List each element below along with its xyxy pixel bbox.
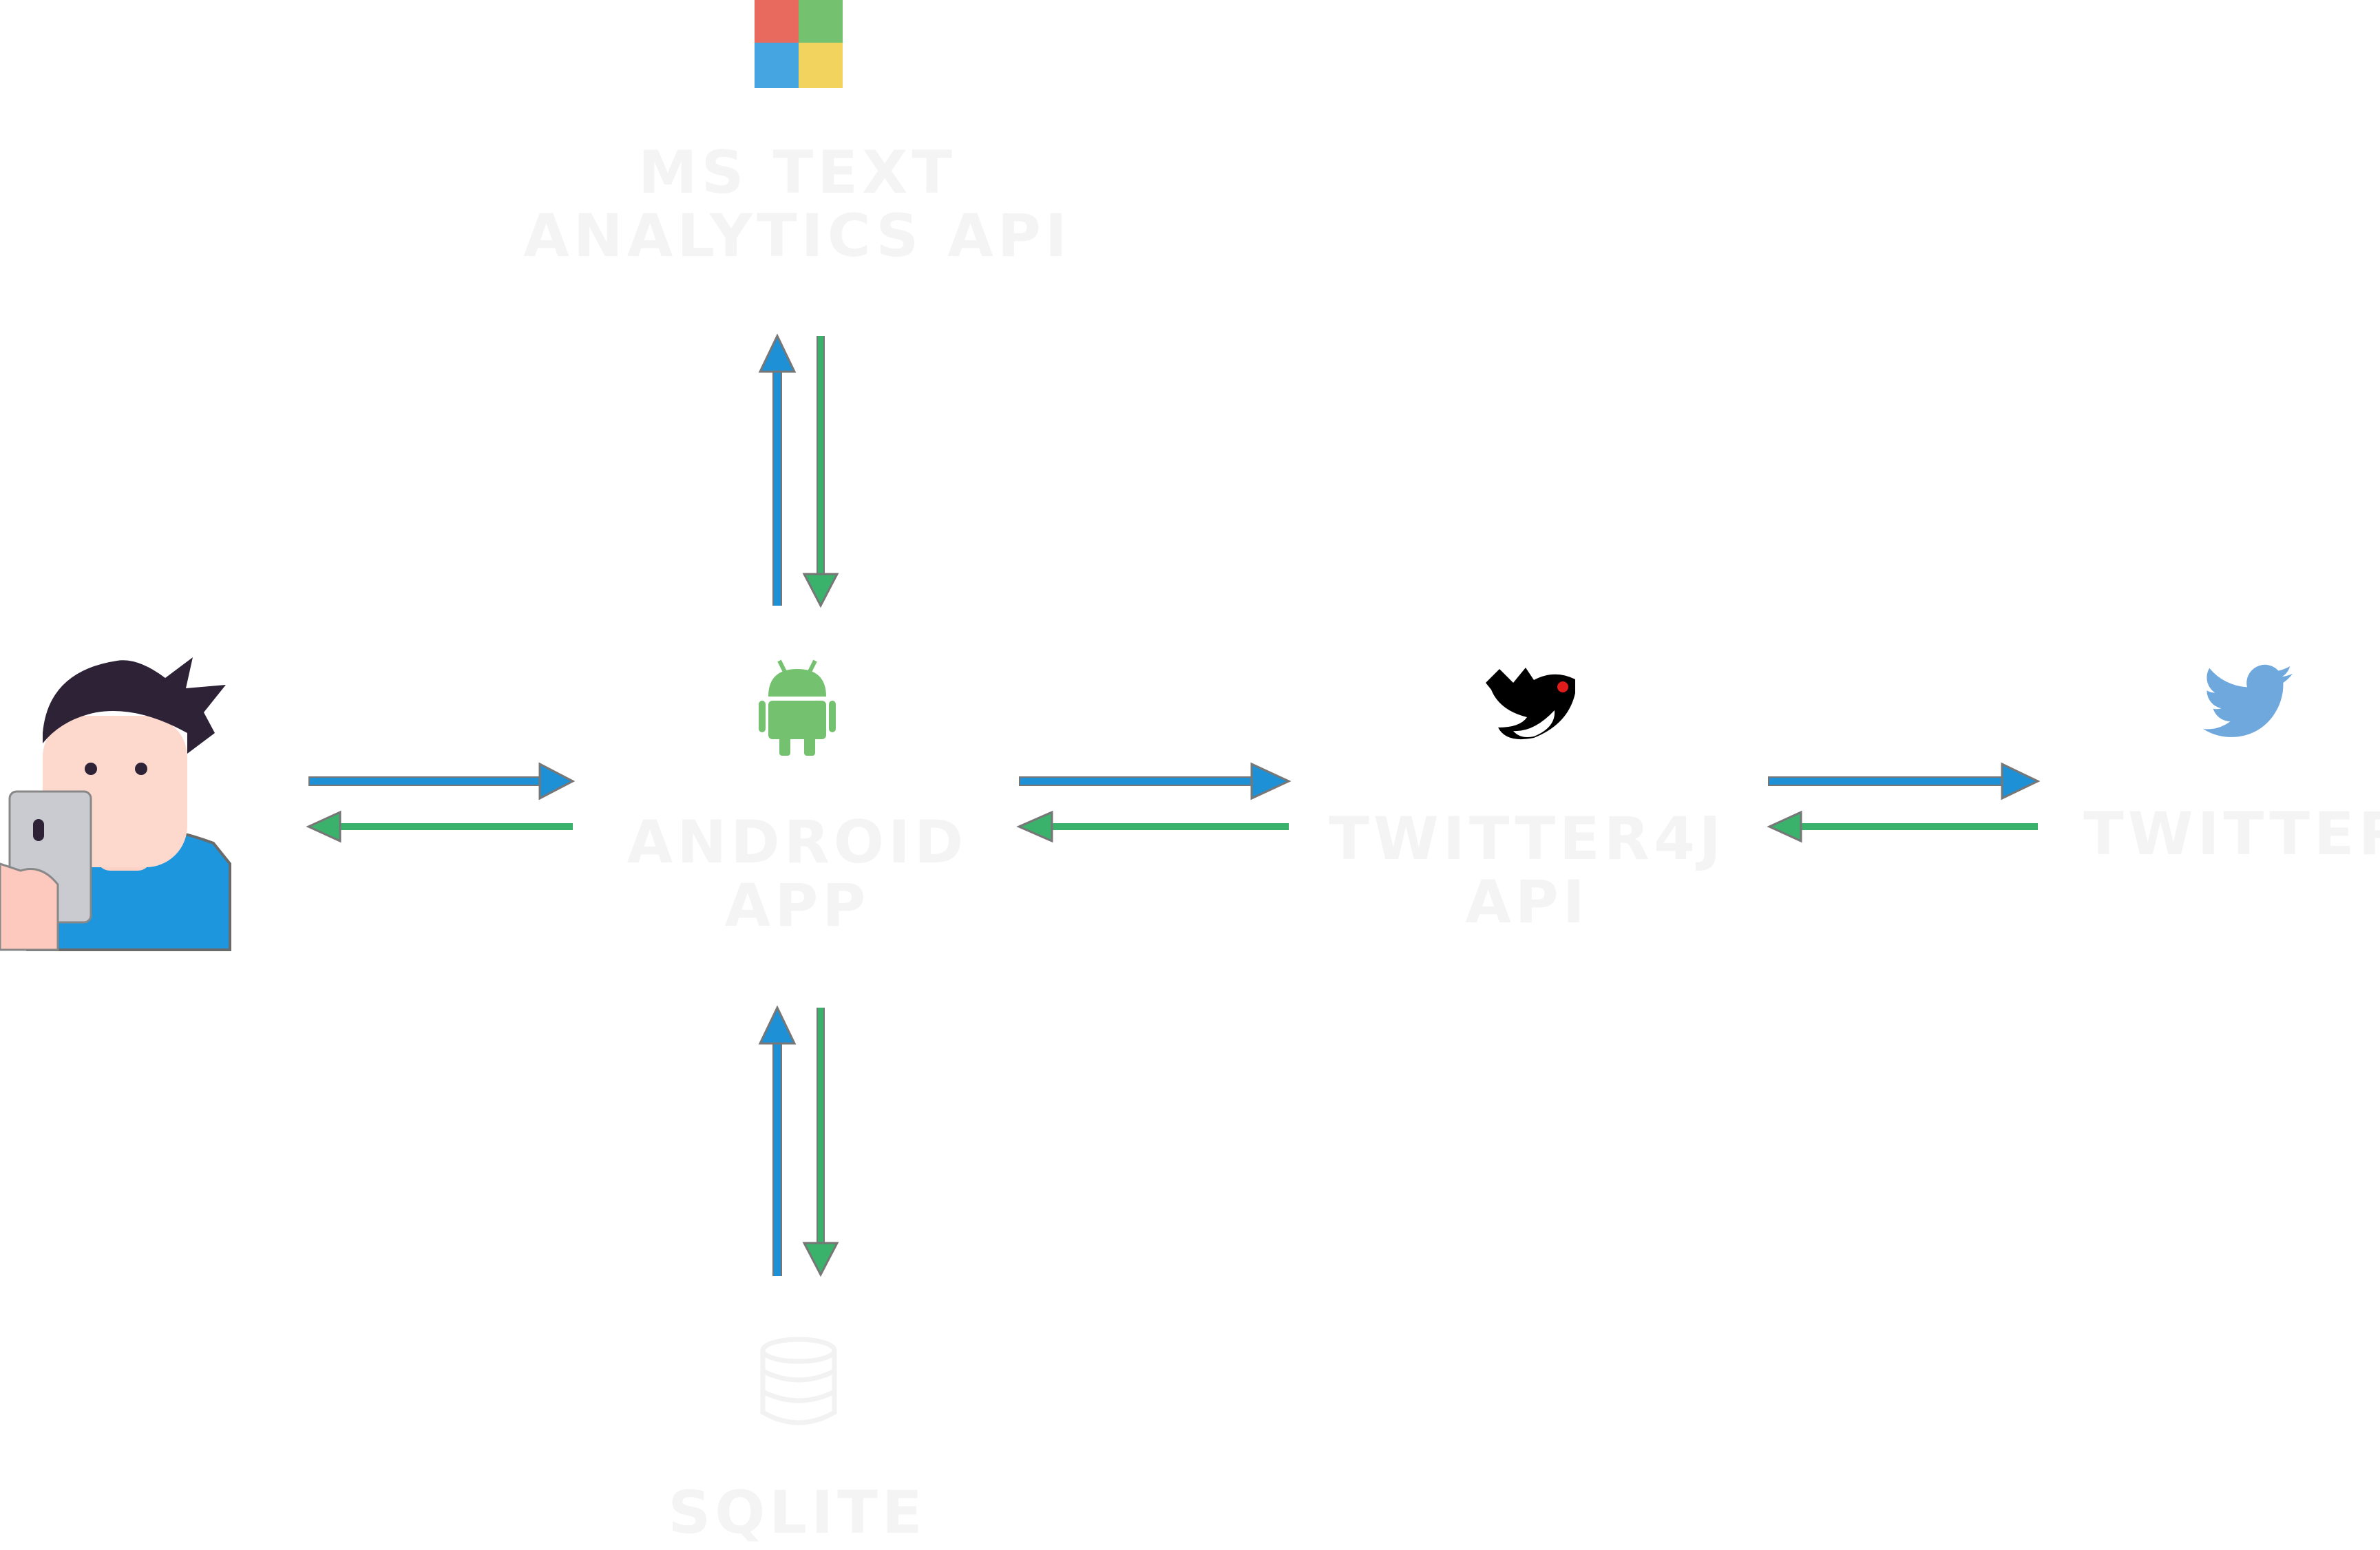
node-ms-api: [755, 0, 843, 88]
request-arrow-android-to-twitter4j: [1019, 762, 1292, 800]
response-arrow-twitter4j-to-android: [1016, 810, 1289, 843]
android-app-label-line2: APP: [724, 871, 870, 940]
twitter4j-label-line1: TWITTER4J: [1329, 805, 1725, 873]
request-arrow-twitter4j-to-twitter: [1768, 762, 2041, 800]
twitter4j-label-line2: API: [1465, 868, 1589, 937]
person-with-phone-icon: [0, 657, 231, 951]
sqlite-label: SQLITE: [668, 1481, 926, 1544]
edge-android-sqlite: [758, 1005, 839, 1277]
node-android-app: [759, 659, 836, 756]
response-arrow-android-to-user: [306, 810, 573, 843]
edge-twitter4j-twitter: [1767, 762, 2041, 843]
twitter4j-label: TWITTER4J API: [1329, 807, 1725, 934]
android-icon: [759, 659, 836, 756]
response-arrow-twitter-to-twitter4j: [1767, 810, 2038, 843]
edge-android-ms-api: [758, 333, 839, 608]
edge-user-android: [306, 762, 576, 843]
twitter-label: TWITTER: [2083, 803, 2380, 866]
request-arrow-user-to-android: [308, 762, 576, 800]
node-twitter: [2203, 664, 2293, 740]
android-app-label: ANDROID APP: [627, 811, 968, 937]
sqlite-label-text: SQLITE: [668, 1478, 927, 1547]
ms-api-label-line2: ANALYTICS API: [523, 202, 1071, 270]
node-user: [0, 657, 234, 953]
twitter-bird-icon: [2203, 664, 2293, 737]
twitter4j-bird-icon: [1486, 668, 1575, 740]
twitter-label-text: TWITTER: [2083, 800, 2380, 869]
node-sqlite: [757, 1337, 840, 1426]
node-twitter4j: [1486, 662, 1577, 745]
edge-android-twitter4j: [1016, 762, 1292, 843]
ms-api-label-line1: MS TEXT: [638, 138, 956, 207]
android-app-label-line1: ANDROID: [626, 808, 968, 877]
response-arrow-sqlite-to-android: [802, 1008, 839, 1277]
response-arrow-ms-api-to-android: [802, 336, 839, 608]
ms-api-label: MS TEXT ANALYTICS API: [523, 141, 1071, 268]
microsoft-logo-icon: [755, 0, 843, 88]
request-arrow-android-to-ms-api: [758, 333, 797, 606]
request-arrow-android-to-sqlite: [758, 1005, 797, 1276]
database-icon: [760, 1337, 837, 1425]
